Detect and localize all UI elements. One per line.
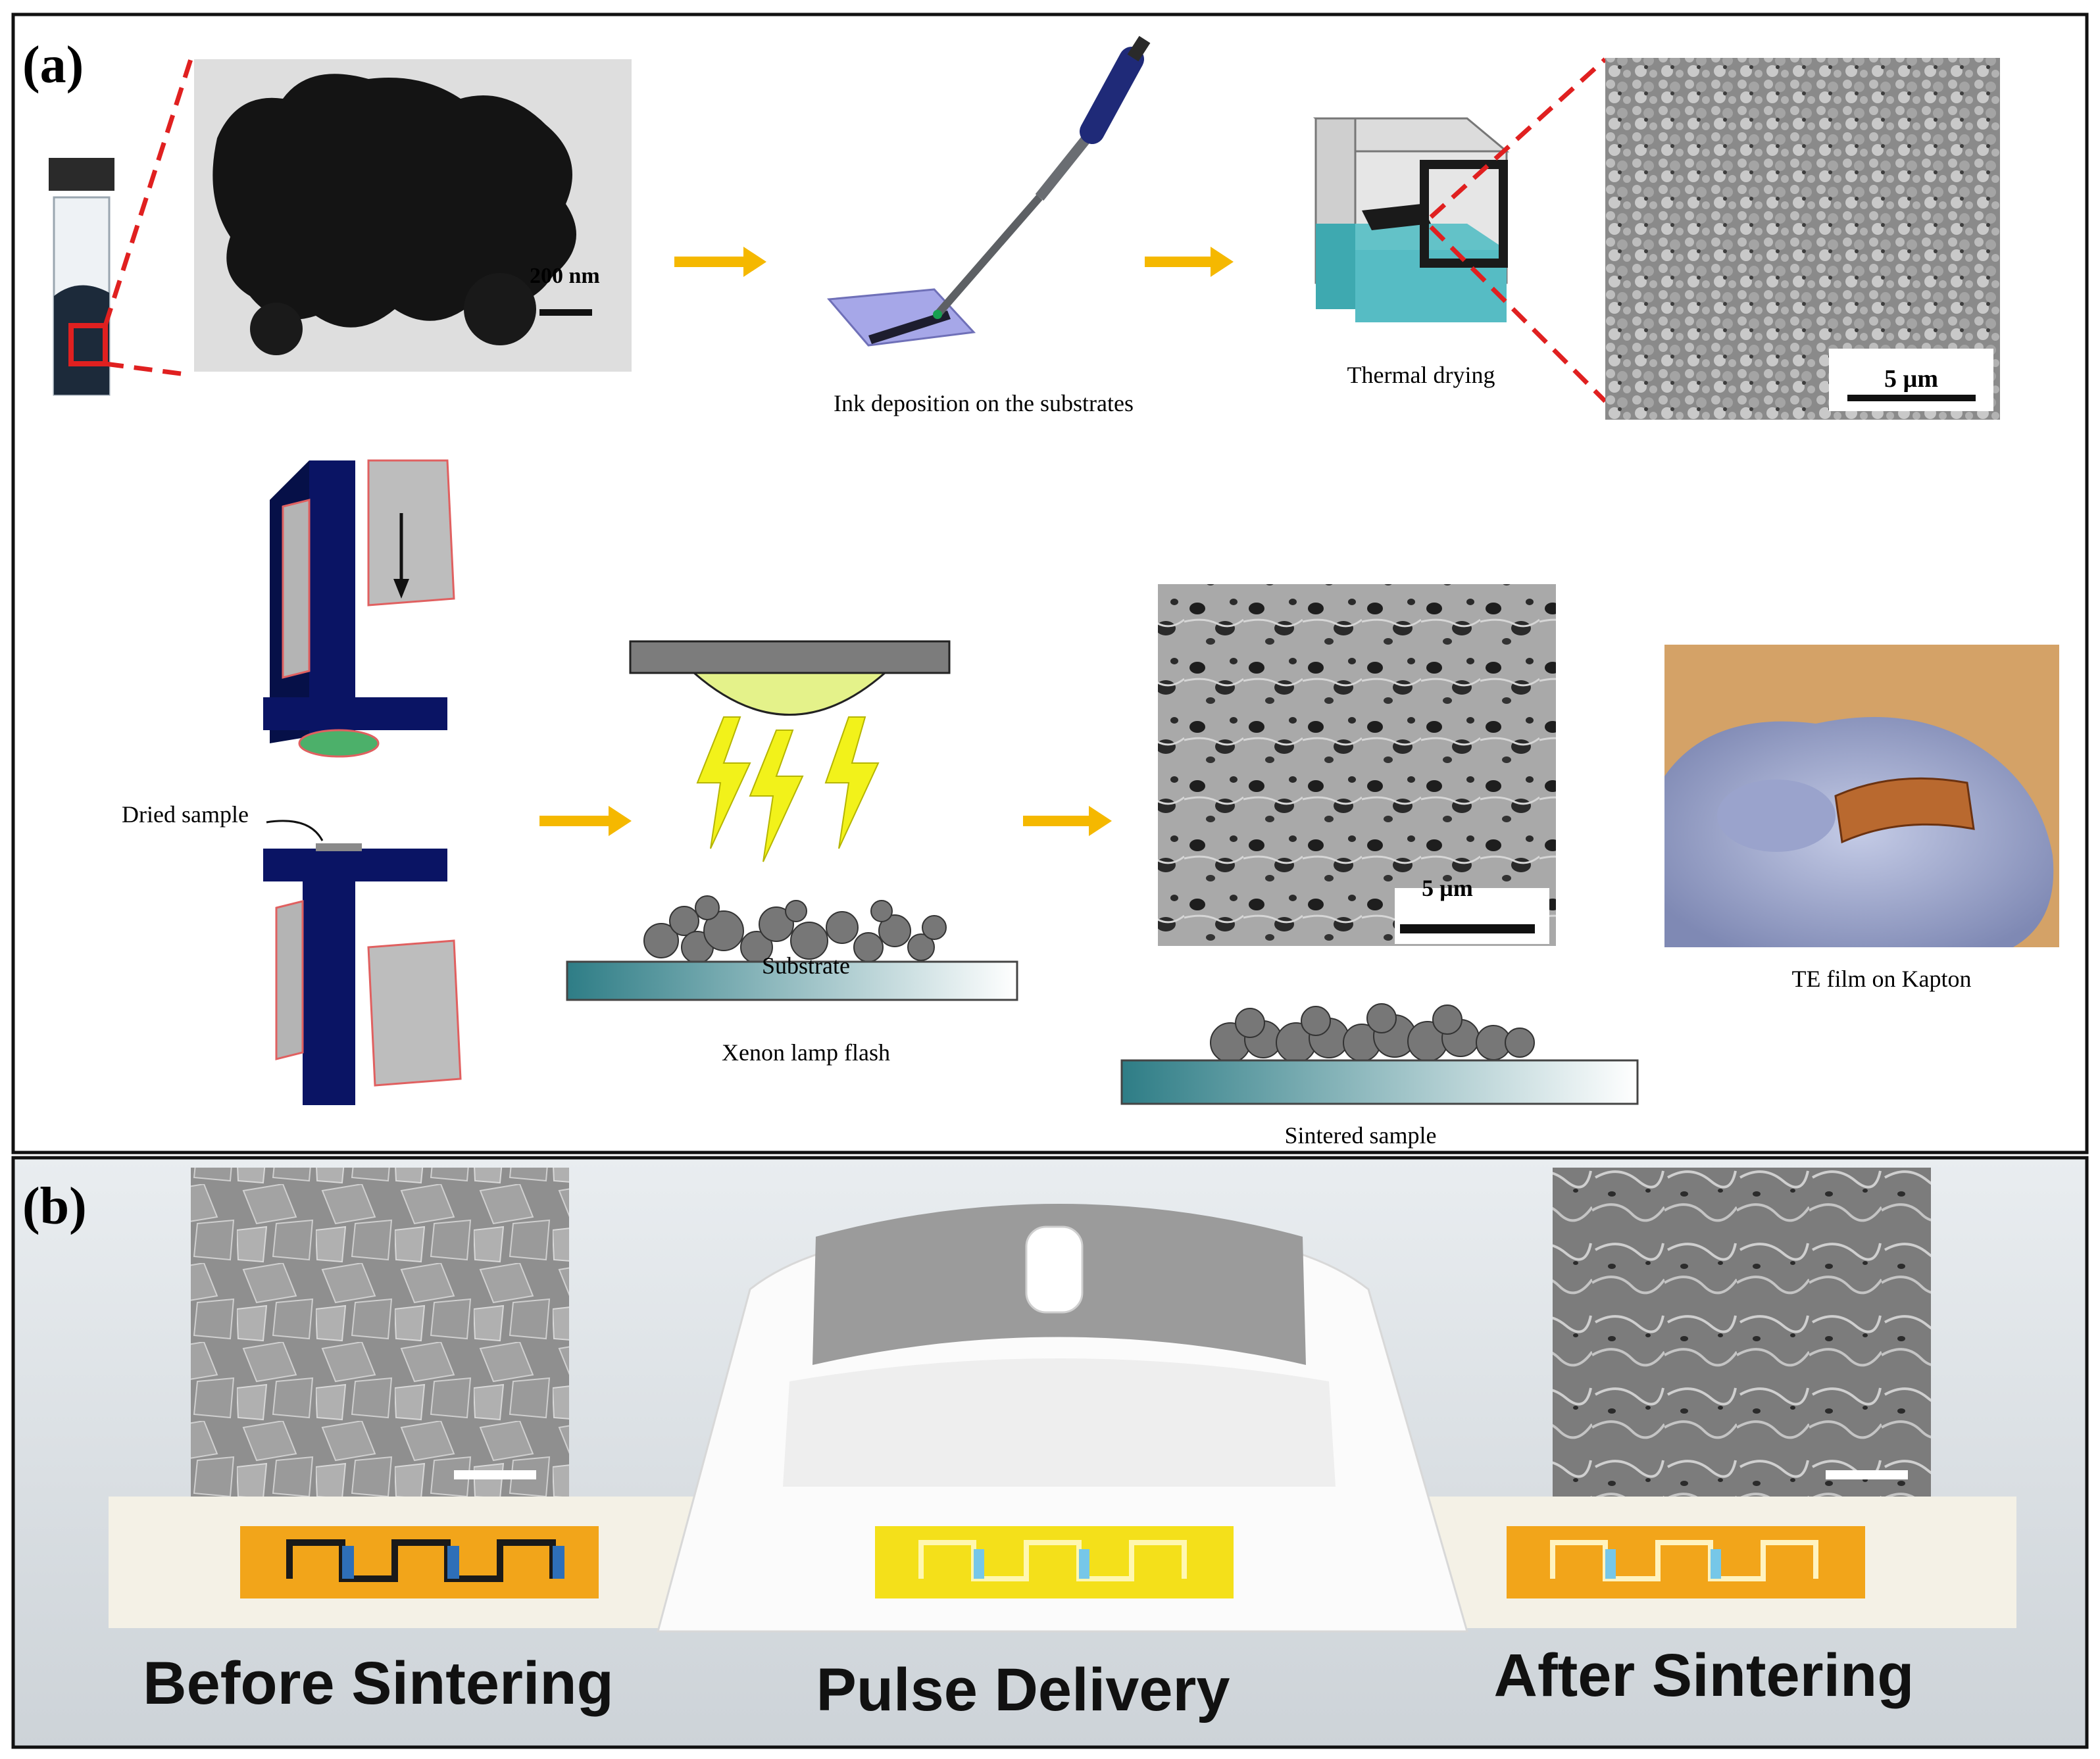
pipette-deposition xyxy=(826,36,1151,347)
zoom-line-oven-top xyxy=(1429,57,1607,219)
tile-pulse xyxy=(875,1526,1234,1598)
sem-sintered-image: 5 µm xyxy=(1158,584,1556,946)
pulse-device xyxy=(657,1204,1468,1633)
particle-layer xyxy=(643,895,947,964)
zoom-box xyxy=(68,323,108,366)
tem-micrograph: 200 nm xyxy=(194,59,632,372)
tem-scale-label: 200 nm xyxy=(530,264,600,288)
tile-before xyxy=(240,1526,599,1598)
sem-powder-image: 5 µm xyxy=(1605,58,2000,420)
zoom-line-bottom xyxy=(105,361,191,378)
tile-after xyxy=(1507,1526,1865,1598)
sem1-scale-label: 5 µm xyxy=(1884,365,1938,393)
caption-after: After Sintering xyxy=(1494,1642,1914,1709)
panel-b-label: (b) xyxy=(22,1177,87,1235)
sintered-caption: Sintered sample xyxy=(1285,1122,1437,1149)
process-arrow-3 xyxy=(539,806,632,836)
dried-sample-label: Dried sample xyxy=(122,801,249,828)
sem-after-scale-bar xyxy=(1826,1470,1908,1479)
process-arrow-2 xyxy=(1145,247,1234,277)
caption-before: Before Sintering xyxy=(143,1650,614,1717)
sem2-scale-bg xyxy=(1395,888,1549,944)
lamp-caption: Xenon lamp flash xyxy=(722,1039,890,1066)
film-caption: TE film on Kapton xyxy=(1792,966,1972,992)
press-machine xyxy=(263,459,462,1105)
step-ink-caption: Ink deposition on the substrates xyxy=(834,390,1134,416)
film-photo xyxy=(1664,645,2059,947)
sintered-particles xyxy=(1210,1003,1535,1063)
process-arrow-4 xyxy=(1023,806,1112,836)
sem-after-image xyxy=(1553,1168,1931,1497)
zoom-line-oven-bottom xyxy=(1429,225,1607,403)
thermal-oven xyxy=(1312,117,1510,322)
flash-bolt-2 xyxy=(749,730,804,862)
flash-bolt-3 xyxy=(824,716,880,849)
tem-scale-bar xyxy=(539,309,592,316)
sem-before-image xyxy=(191,1168,569,1497)
flash-bolt-1 xyxy=(696,716,751,849)
xenon-lamp xyxy=(629,640,951,862)
sem2-scale-label: 5 µm xyxy=(1422,875,1473,901)
caption-pulse: Pulse Delivery xyxy=(816,1656,1230,1723)
dried-sample-pointer xyxy=(266,820,324,841)
zoom-line-top xyxy=(103,58,193,327)
sem1-scale-bar xyxy=(1847,395,1976,401)
sintered-substrate xyxy=(1120,1059,1639,1105)
step-drying-caption: Thermal drying xyxy=(1347,362,1495,388)
substrate-label: Substrate xyxy=(762,953,850,979)
panel-a-label: (a) xyxy=(22,36,84,94)
substrate-block xyxy=(566,960,1018,1001)
lamp-cylinder xyxy=(1025,1226,1084,1314)
sem2-scale-bar xyxy=(1400,924,1535,933)
ink-vial xyxy=(49,158,114,396)
sem-before-scale-bar xyxy=(454,1470,536,1479)
process-arrow-1 xyxy=(674,247,766,277)
